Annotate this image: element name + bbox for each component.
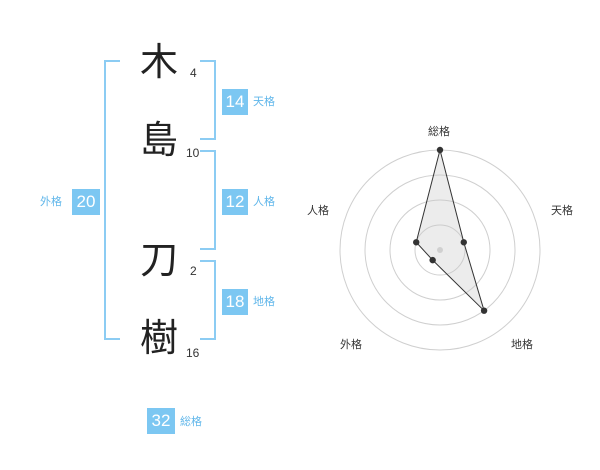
stroke-count-4: 16 [186, 346, 200, 360]
soukaku-label: 総格 [180, 415, 202, 428]
radar-point-1 [436, 146, 444, 154]
radar-point-4 [429, 256, 436, 264]
radar-axis-label-chikaku: 地格 [511, 338, 533, 351]
radar-center-dot [437, 247, 443, 253]
radar-data-polygon [415, 149, 485, 312]
chikaku-label: 地格 [253, 295, 275, 308]
stroke-count-1: 4 [190, 66, 197, 80]
name-char-1: 木 [140, 40, 179, 84]
jinkaku-value: 12 [222, 189, 248, 215]
chikaku-bracket [200, 260, 216, 340]
radar-grid-ring [414, 224, 466, 276]
tenkaku-bracket [200, 60, 216, 140]
radar-axis-label-gaikaku: 外格 [340, 338, 362, 351]
gaikaku-bracket [104, 60, 120, 340]
radar-point-2 [460, 239, 467, 246]
radar-axis-label-jinkaku: 人格 [307, 204, 329, 217]
tenkaku-value: 14 [222, 89, 248, 115]
gaikaku-value: 20 [72, 189, 100, 215]
tenkaku-label: 天格 [253, 95, 275, 108]
radar-point-5 [413, 239, 420, 246]
radar-grid-ring [389, 199, 491, 301]
name-char-2: 島 [140, 118, 179, 162]
jinkaku-bracket [200, 150, 216, 250]
radar-grid-ring [364, 174, 516, 326]
stroke-count-2: 10 [186, 146, 200, 160]
radar-point-3 [480, 307, 488, 314]
name-char-3: 刀 [140, 238, 179, 282]
chikaku-value: 18 [222, 289, 248, 315]
radar-axis-label-soukaku: 総格 [428, 125, 450, 138]
gaikaku-label: 外格 [40, 195, 62, 208]
soukaku-value: 32 [147, 408, 175, 434]
stroke-count-3: 2 [190, 264, 197, 278]
name-char-4: 樹 [140, 316, 179, 360]
jinkaku-label: 人格 [253, 195, 275, 208]
radar-axis-label-tenkaku: 天格 [551, 204, 573, 217]
